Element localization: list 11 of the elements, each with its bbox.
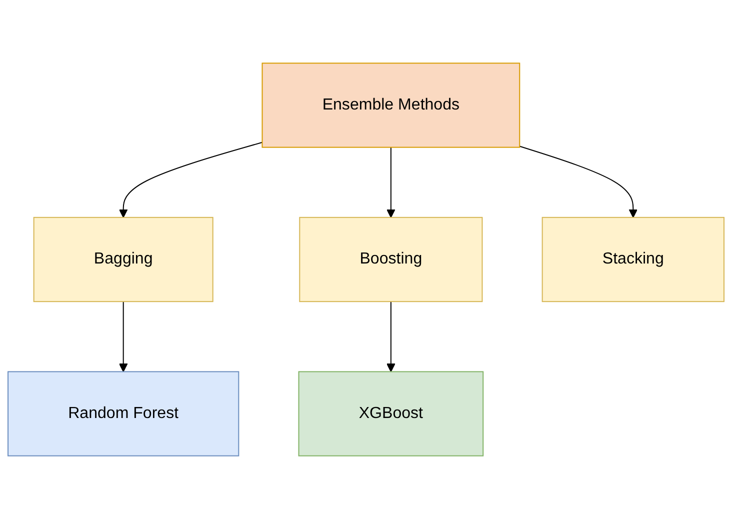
node-box: XGBoost bbox=[298, 371, 484, 456]
node-box: Stacking bbox=[542, 216, 724, 302]
node-box: Ensemble Methods bbox=[262, 62, 520, 148]
arrow bbox=[519, 146, 638, 218]
node-box: Boosting bbox=[299, 216, 483, 302]
arrow bbox=[118, 301, 128, 372]
node-box: Random Forest bbox=[8, 371, 240, 456]
arrow bbox=[118, 142, 263, 218]
arrow bbox=[386, 301, 396, 372]
node-box: Bagging bbox=[33, 216, 214, 302]
arrow bbox=[386, 146, 396, 218]
